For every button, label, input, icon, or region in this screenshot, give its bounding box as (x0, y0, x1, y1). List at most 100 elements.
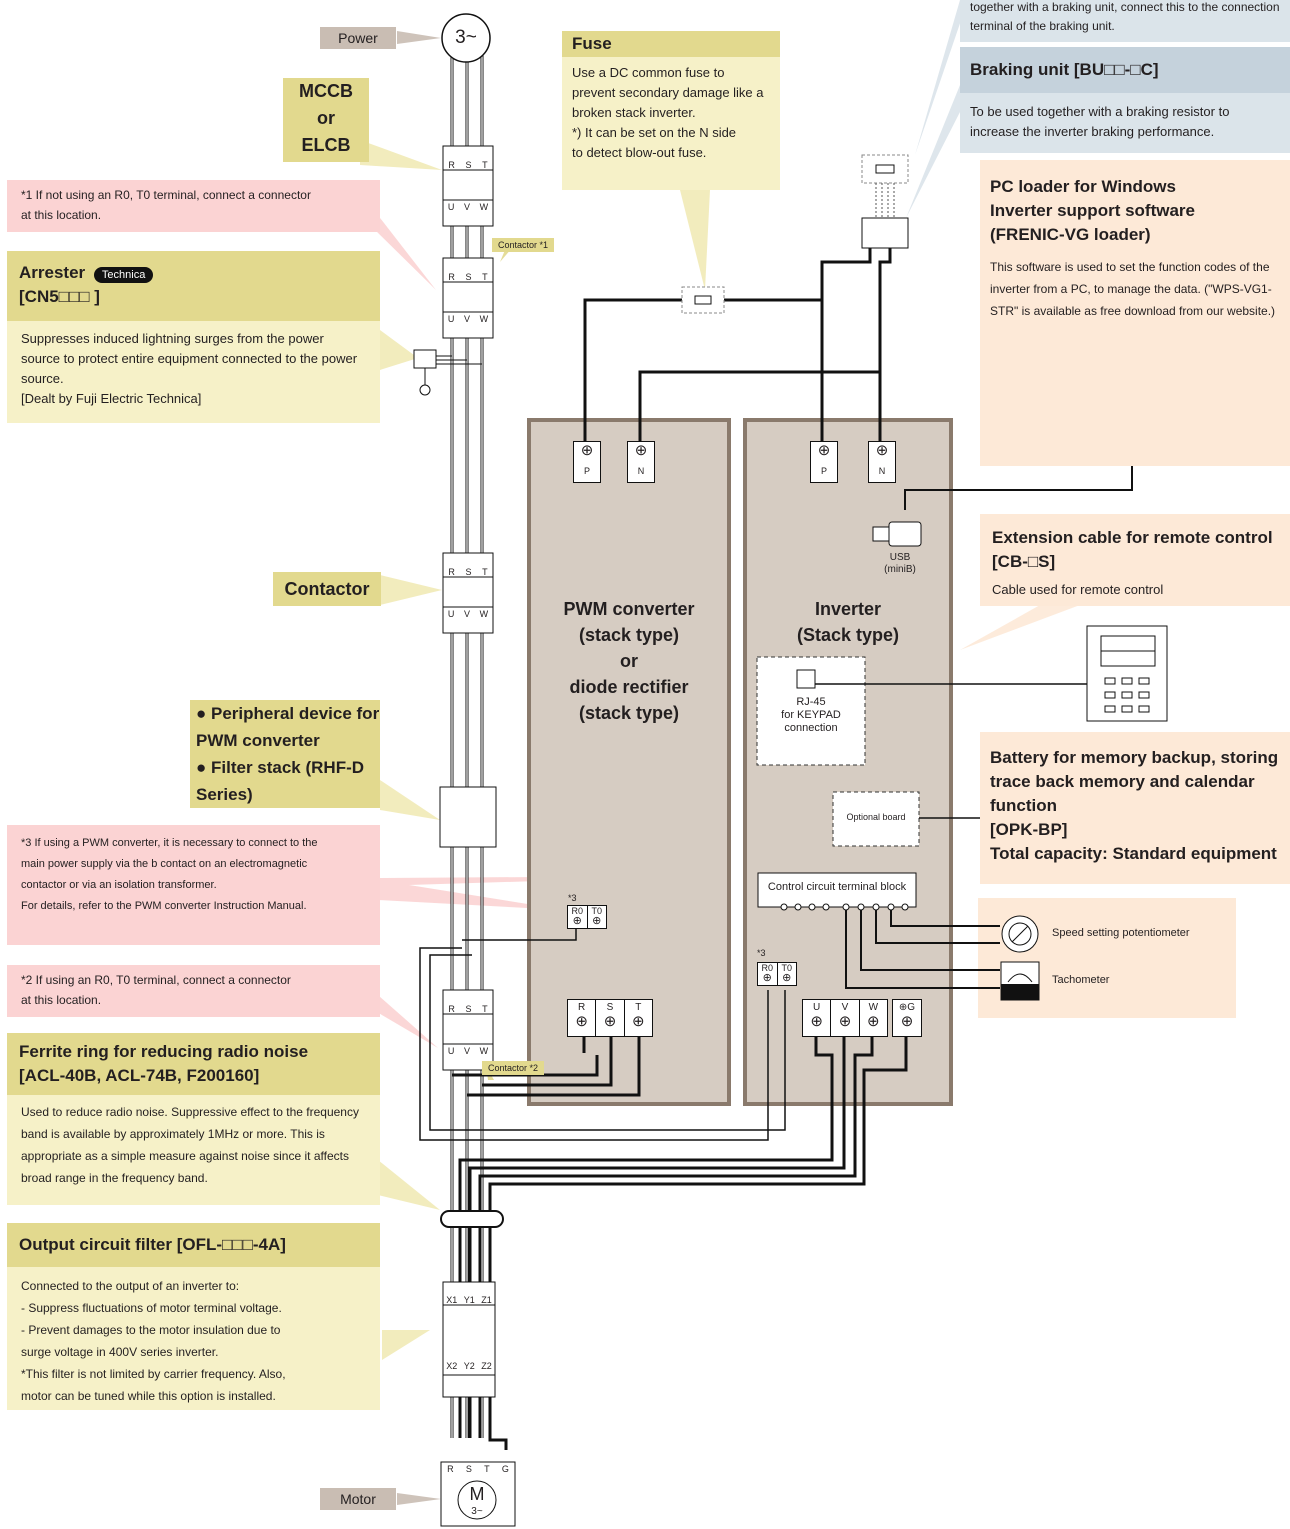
braking-resistor-text: together with a braking unit, connect th… (960, 0, 1290, 42)
output-filter-box (442, 1281, 496, 1398)
rj45-label: RJ-45 for KEYPAD connection (781, 696, 841, 734)
control-power-wires (419, 925, 786, 1141)
wedge-arrester (380, 330, 418, 370)
arrester-title: Arrester Technica [CN5□□□ ] (7, 251, 380, 321)
fuse-body: Use a DC common fuse to prevent secondar… (562, 57, 780, 190)
tachometer-symbol (1000, 961, 1040, 1001)
fuse-symbol (681, 286, 725, 314)
wedge-fuse (680, 190, 710, 290)
braking-unit-title: Braking unit [BU□□-□C] (960, 47, 1290, 93)
output-filter-body: Connected to the output of an inverter t… (7, 1267, 380, 1410)
dc-bus-wires (583, 248, 892, 445)
control-terminal-dots (780, 903, 909, 911)
usb-label: USB (miniB) (884, 552, 916, 575)
power-source-symbol (441, 13, 491, 63)
pc-loader-body: This software is used to set the functio… (990, 260, 1276, 318)
braking-unit-device (861, 217, 909, 249)
wedge-motor (397, 1493, 441, 1505)
note-1: *1 If not using an R0, T0 terminal, conn… (7, 180, 380, 232)
extension-body: Cable used for remote control (992, 582, 1164, 597)
power-symbol-text: 3~ (455, 27, 477, 48)
motor-box (440, 1461, 516, 1527)
control-block-box (757, 872, 917, 908)
wedge-braking-unit (906, 85, 960, 218)
contactor-block (442, 552, 494, 634)
filter-stack-box (439, 786, 497, 848)
optional-board-label: Optional board (846, 812, 906, 822)
inverter-r0-star: *3 (757, 948, 766, 958)
pc-loader-title: PC loader for Windows Inverter support s… (990, 177, 1195, 244)
power-label: Power (320, 27, 396, 49)
contactor-note-2: Contactor *2 (482, 1061, 544, 1075)
wedge-note1 (370, 205, 436, 290)
wedge-power (397, 31, 441, 44)
potentiometer-symbol (1001, 915, 1039, 953)
converter-p-terminal: ⊕P (573, 441, 601, 483)
motor-label: Motor (320, 1488, 396, 1510)
arrester-title-text: Arrester (19, 263, 86, 282)
peripheral-item-2: ● Filter stack (RHF-D Series) (196, 758, 365, 804)
battery-title: Battery for memory backup, storing trace… (990, 748, 1279, 863)
converter-n-terminal: ⊕N (627, 441, 655, 483)
tachometer-label: Tachometer (1052, 974, 1110, 986)
fuse-title: Fuse (562, 31, 780, 57)
converter-title: PWM converter (stack type) or diode rect… (563, 599, 695, 723)
motor-symbol-m: M (469, 1484, 485, 1504)
inverter-uvw-terminal: U⊕ V⊕ W⊕ (802, 999, 888, 1037)
wedge-peripheral (380, 780, 440, 820)
inverter-title: Inverter (Stack type) (796, 599, 900, 645)
wedge-ferrite (378, 1160, 440, 1210)
usb-port-symbol (872, 521, 922, 547)
inverter-p-terminal: ⊕P (810, 441, 838, 483)
speed-pot-label: Speed setting potentiometer (1052, 927, 1190, 939)
arrester-device (413, 349, 482, 396)
technica-badge: Technica (93, 267, 154, 283)
peripheral-item-1: ● Peripheral device for PWM converter (196, 704, 380, 750)
converter-panel (527, 418, 731, 1106)
wedge-note3 (378, 880, 565, 910)
contactor-note-1: Contactor *1 (492, 238, 554, 252)
note-3: *3 If using a PWM converter, it is neces… (7, 825, 380, 945)
wedge-note2 (370, 988, 438, 1048)
braking-resistor-device (861, 154, 909, 218)
extension-title: Extension cable for remote control [CB-□… (992, 528, 1273, 571)
peripheral-label: ● Peripheral device for PWM converter ● … (190, 700, 380, 808)
wedge-filter (382, 1330, 430, 1360)
motor-symbol-phase: 3~ (471, 1506, 483, 1517)
inverter-r0t0-terminal: R0⊕ T0⊕ (757, 962, 797, 986)
wedge-mccb (360, 140, 442, 170)
mccb-label: MCCB or ELCB (283, 78, 369, 162)
control-wires (845, 910, 1000, 989)
ferrite-body: Used to reduce radio noise. Suppressive … (7, 1095, 380, 1205)
control-wires-front (978, 925, 1000, 989)
pc-loader-panel (980, 160, 1290, 466)
converter-rst-wires (452, 1035, 641, 1097)
usb-cable (904, 462, 1133, 510)
mccb-block (442, 145, 494, 227)
wedge-contactor (380, 575, 442, 605)
keypad-device (1086, 625, 1168, 722)
note-2: *2 If using an R0, T0 terminal, connect … (7, 965, 380, 1017)
arrester-body: Suppresses induced lightning surges from… (7, 321, 380, 423)
wedge-braking-resistor (915, 0, 968, 155)
arrester-model: [CN5□□□ ] (19, 287, 100, 306)
braking-unit-body: To be used together with a braking resis… (960, 93, 1290, 153)
contactor2-block (442, 989, 494, 1071)
converter-r0-star: *3 (568, 893, 577, 903)
converter-rst-terminal: R⊕ S⊕ T⊕ (567, 999, 653, 1037)
contactor1-block (442, 257, 494, 339)
ferrite-title: Ferrite ring for reducing radio noise [A… (7, 1033, 380, 1095)
output-filter-title: Output circuit filter [OFL-□□□-4A] (7, 1223, 380, 1267)
inverter-g-terminal: ⊕G⊕ (892, 999, 922, 1037)
